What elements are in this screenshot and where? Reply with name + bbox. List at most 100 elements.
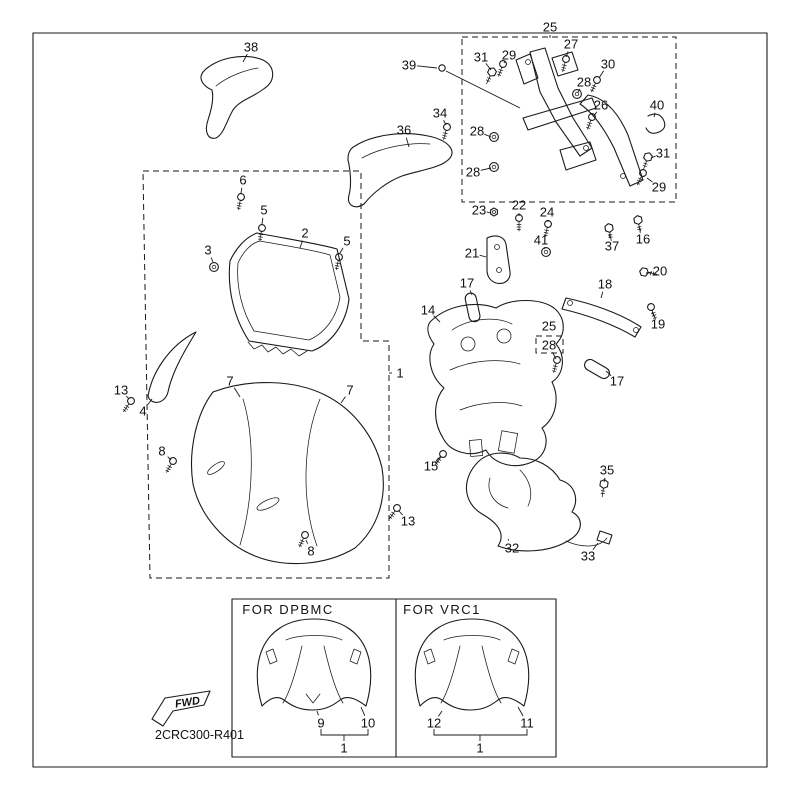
callout-leader <box>608 233 611 239</box>
callout-leader <box>443 119 447 126</box>
callout-leader <box>486 211 492 214</box>
callout-label-8: 8 <box>158 444 165 459</box>
variant-cowl-dpbmc <box>256 618 372 711</box>
variant-left-title: FOR DPBMC <box>242 602 334 617</box>
callout-label-13: 13 <box>114 383 128 398</box>
callout-label-36: 36 <box>397 123 411 138</box>
callout-label-20: 20 <box>653 264 667 279</box>
callout-label-26: 26 <box>594 98 608 113</box>
callout-label-32: 32 <box>505 541 519 556</box>
callout-label-13: 13 <box>401 514 415 529</box>
callout-label-28: 28 <box>470 124 484 139</box>
callout-leader <box>603 477 606 483</box>
callout-label-6: 6 <box>239 173 246 188</box>
callout-label-14: 14 <box>421 303 435 318</box>
callout-leader <box>398 510 403 516</box>
callout-label-39: 39 <box>402 58 416 73</box>
callout-label-2: 2 <box>301 226 308 241</box>
callout-leader <box>340 396 346 404</box>
callout-leader <box>577 88 581 93</box>
mirror-36-shape <box>347 133 453 208</box>
callout-leader <box>484 133 492 138</box>
callout-leader <box>543 247 546 250</box>
callout-leader <box>552 351 557 360</box>
callout-label-3: 3 <box>204 243 211 258</box>
callout-leader <box>147 398 153 405</box>
callout-leader <box>600 291 604 299</box>
callout-label-29: 29 <box>652 180 666 195</box>
callout-label-5: 5 <box>343 234 350 249</box>
page-border <box>32 32 768 768</box>
callout-label-11: 11 <box>520 716 534 731</box>
callout-label-1: 1 <box>340 741 347 756</box>
callout-label-41: 41 <box>534 233 548 248</box>
callout-label-29: 29 <box>502 48 516 63</box>
callout-label-38: 38 <box>244 40 258 55</box>
callout-leader <box>593 111 598 117</box>
callout-leader <box>646 177 653 183</box>
wire-harness-shape <box>465 452 613 552</box>
callout-label-37: 37 <box>605 239 619 254</box>
callout-label-34: 34 <box>433 106 447 121</box>
front-panel-4-shape <box>147 331 197 403</box>
callout-label-10: 10 <box>361 716 375 731</box>
callout-label-12: 12 <box>427 716 441 731</box>
fwd-arrow: FWD <box>151 690 211 727</box>
variant-panel: FOR DPBMC FOR VRC1 <box>231 598 557 758</box>
variant-cowl-vrc1 <box>414 618 530 711</box>
callout-leader <box>240 187 243 194</box>
callout-leader <box>261 217 264 225</box>
callout-label-27: 27 <box>564 37 578 52</box>
callout-label-23: 23 <box>472 203 486 218</box>
callout-leader <box>469 290 473 296</box>
callout-leader <box>598 70 605 79</box>
callout-label-17: 17 <box>460 276 474 291</box>
callout-leader <box>517 706 524 717</box>
callout-label-40: 40 <box>650 98 664 113</box>
callout-leader <box>503 61 506 64</box>
callout-leader <box>651 311 655 318</box>
callout-leader <box>645 271 653 274</box>
callout-label-31: 31 <box>656 146 670 161</box>
callout-label-30: 30 <box>601 57 615 72</box>
callout-leader <box>650 155 656 159</box>
callout-label-8: 8 <box>307 544 314 559</box>
side-brackets-shape <box>464 235 642 380</box>
fasteners <box>120 54 660 549</box>
callout-label-25: 25 <box>543 20 557 35</box>
variant-right-title: FOR VRC1 <box>403 602 481 617</box>
callout-leader <box>125 395 130 400</box>
stay-bracket-assembly-shape <box>438 47 666 187</box>
callout-label-19: 19 <box>651 317 665 332</box>
callout-leader <box>653 112 656 118</box>
callout-leader <box>438 710 443 717</box>
assembly-boundary-dashed <box>142 36 677 579</box>
callout-label-7: 7 <box>226 374 233 389</box>
callout-leader <box>433 315 441 323</box>
callout-leader <box>485 63 492 71</box>
callout-label-17: 17 <box>610 374 624 389</box>
callout-leader <box>305 539 309 544</box>
callout-leader <box>565 51 569 58</box>
callout-leader <box>480 167 492 171</box>
fwd-label: FWD <box>174 695 201 711</box>
callout-label-28: 28 <box>466 165 480 180</box>
front-cowl-shape <box>190 381 384 565</box>
callout-leader <box>242 53 248 63</box>
callout-leader <box>507 538 510 541</box>
callout-leader <box>605 370 612 376</box>
callout-label-7: 7 <box>346 383 353 398</box>
headlight-assembly-shape <box>427 300 564 467</box>
callout-label-33: 33 <box>581 549 595 564</box>
callout-leader <box>233 387 241 398</box>
callout-label-22: 22 <box>512 198 526 213</box>
callout-label-16: 16 <box>636 232 650 247</box>
callout-leader <box>316 710 319 716</box>
callout-label-21: 21 <box>465 246 479 261</box>
callout-label-9: 9 <box>317 716 324 731</box>
callout-label-25: 25 <box>542 319 556 334</box>
drawing-code: 2CRC300-R401 <box>155 728 244 742</box>
windshield-shape <box>228 232 350 357</box>
